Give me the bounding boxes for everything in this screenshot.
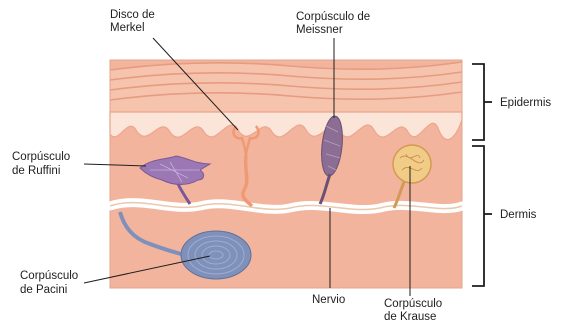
label-merkel: Disco de Merkel	[110, 9, 158, 34]
label-merkel-line2: Merkel	[110, 22, 145, 34]
label-dermis: Dermis	[500, 209, 537, 221]
label-epidermis: Epidermis	[500, 97, 551, 109]
epidermis-bracket	[472, 64, 492, 140]
label-merkel-line1: Disco de	[110, 9, 155, 21]
label-meissner-line1: Corpúsculo de	[296, 11, 370, 23]
dermis-bracket	[472, 146, 492, 286]
label-krause-line2: de Krause	[384, 311, 436, 323]
label-krause-line1: Corpúsculo	[384, 298, 442, 310]
label-krause: Corpúsculo de Krause	[384, 298, 445, 323]
label-pacini: Corpúsculo de Pacini	[20, 270, 81, 296]
label-pacini-line1: Corpúsculo	[20, 270, 78, 282]
label-ruffini-line1: Corpúsculo	[12, 151, 70, 163]
label-ruffini-line2: de Ruffini	[12, 165, 60, 177]
label-ruffini: Corpúsculo de Ruffini	[12, 151, 73, 177]
label-meissner: Corpúsculo de Meissner	[296, 11, 373, 36]
label-meissner-line2: Meissner	[296, 24, 343, 36]
label-pacini-line2: de Pacini	[20, 284, 67, 296]
label-nervio: Nervio	[312, 294, 345, 306]
